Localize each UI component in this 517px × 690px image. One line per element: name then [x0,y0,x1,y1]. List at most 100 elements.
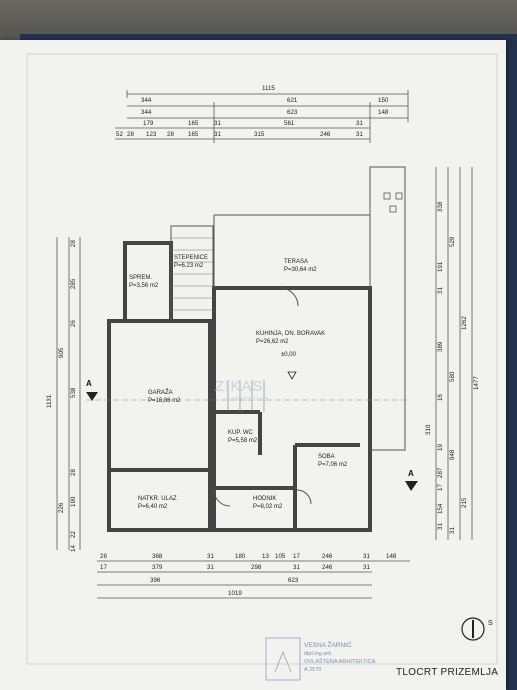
dim-label: 1131 [46,394,53,408]
dim-label: 529 [449,236,456,247]
dim-label: 148 [378,109,389,116]
room-name: KUP. WC [228,430,253,436]
room-name: HODNIK [253,496,277,502]
dim-label: 26 [70,320,77,327]
dim-label: 246 [320,131,331,138]
dim-label: 13 [262,553,269,560]
dim-label: 31 [356,120,363,127]
dim-label: 16 [437,394,444,401]
dim-label: 17 [293,553,300,560]
dim-label: 226 [58,502,65,513]
section-mark-right: A [408,469,414,478]
architect-logo [265,637,301,681]
dim-label: 17 [437,484,444,491]
room-area: P=26,62 m2 [256,338,289,345]
dim-label: 368 [152,553,163,560]
room-label-kitchen: KUHINJA, DN. BORAVAK P=26,62 m2 [256,331,325,346]
room-label-garage: GARAŽA P=18,86 m2 [148,390,181,405]
dim-label: 285 [70,278,77,289]
room-label-storage: SPREM. P=3,56 m2 [129,275,158,290]
stamp-name: VESNA ŽARNIĆ [304,642,352,649]
watermark-text: ZIKAS [215,378,264,395]
section-mark-left: A [86,379,92,388]
dim-label: 1115 [262,85,275,92]
compass-letter: S [488,620,493,627]
dim-label: 190 [70,496,77,507]
room-name: KUHINJA, DN. BORAVAK [256,331,326,337]
room-area: P=18,86 m2 [148,397,181,404]
room-area: P=30,64 m2 [284,266,317,273]
dim-label: 287 [437,467,444,478]
dim-label: 179 [143,120,154,127]
room-label-hallway: HODNIK P=8,02 m2 [253,496,282,511]
dim-label: 191 [437,261,444,272]
dim-label: 561 [284,120,295,127]
dim-label: 31 [207,564,214,571]
floor-plan-sheet: ZIKAS nekretnine 1115 344 621 150 344 62… [0,40,506,690]
dim-label: 948 [449,449,456,460]
dim-label: 28 [100,553,107,560]
dim-label: 538 [70,387,77,398]
dim-label: 31 [363,553,370,560]
room-name: NATKR. ULAZ [138,496,177,502]
dim-label: 180 [235,553,246,560]
room-label-bathroom: KUP. WC P=5,58 m2 [228,430,257,445]
dim-label: 31 [214,120,221,127]
dim-label: 154 [437,503,444,514]
room-label-stairs: STEPENICE P=6,23 m2 [174,255,208,270]
dim-label: 28 [167,131,174,138]
dim-label: 396 [150,577,161,584]
dim-label: 580 [449,371,456,382]
room-area: P=7,06 m2 [318,461,348,468]
dim-label: 379 [152,564,163,571]
dim-label: 148 [386,553,397,560]
bottom-dimension-lines [97,560,410,599]
floor-plan-drawing [26,53,498,681]
dim-label: 338 [437,201,444,212]
watermark-subtext: nekretnine [226,396,269,403]
room-area: P=6,23 m2 [174,262,204,269]
room-label-covered-entrance: NATKR. ULAZ P=6,40 m2 [138,496,177,511]
stamp-number: A 2570 [304,667,322,673]
room-name: SOBA [318,454,335,460]
dim-label: 31 [437,523,444,530]
dim-label: 344 [141,97,152,104]
dim-label: 1262 [461,316,468,330]
dim-label: 1019 [228,590,242,597]
room-name: SPREM. [129,275,153,281]
stamp-title: OVLAŠTENA ARHITEKTICA [304,659,376,665]
dim-label: 623 [287,109,298,116]
room-area: P=8,02 m2 [253,503,283,510]
stamp-title: dipl.ing.arh. [304,651,333,657]
dim-label: 31 [207,553,214,560]
dim-label: 315 [254,131,265,138]
dim-label: 150 [378,97,389,104]
dim-label: 22 [70,531,77,538]
room-area: P=5,58 m2 [228,437,258,444]
dim-label: 215 [461,497,468,508]
dim-label: 19 [437,444,444,451]
dim-label: 905 [58,347,65,358]
dim-label: 31 [293,564,300,571]
dim-label: 310 [425,424,432,435]
dim-label: 31 [437,287,444,294]
dim-label: 31 [363,564,370,571]
dim-label: 246 [322,564,333,571]
dim-label: 28 [70,240,77,247]
dim-label: 389 [437,341,444,352]
room-area: P=3,56 m2 [129,282,159,289]
dim-label: 28 [127,131,134,138]
top-dimension-lines [115,90,409,143]
building-walls [86,166,418,532]
dim-label: 623 [288,577,299,584]
room-label-bedroom: SOBA P=7,06 m2 [318,454,347,469]
dim-label: 1477 [473,376,480,390]
dim-label: 105 [275,553,286,560]
dim-label: 298 [251,564,262,571]
right-dimension-lines [435,167,473,540]
left-dimension-lines [56,237,81,550]
sheet-title: TLOCRT PRIZEMLJA [396,667,499,678]
dim-label: 344 [141,109,152,116]
dim-label: 246 [322,553,333,560]
dim-label: 14 [70,545,77,552]
